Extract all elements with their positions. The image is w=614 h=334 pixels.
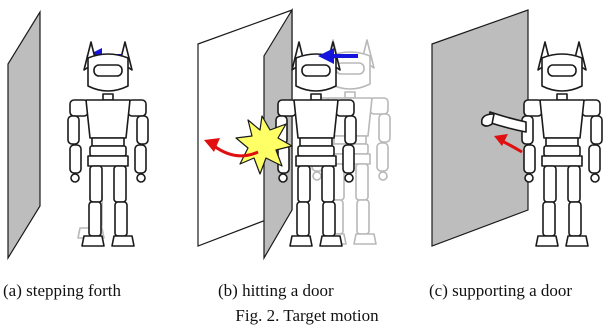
panel-a [7,9,149,261]
figure-caption: Fig. 2. Target motion [235,306,379,325]
caption-panel-a: (a) stepping forth [3,281,122,300]
panel-b [197,7,391,261]
support-arm [480,111,527,133]
humanoid-robot-icon [521,41,603,247]
curved-arrow-left-icon [213,144,259,158]
impact-burst-icon [235,115,293,175]
panel-c [431,9,603,247]
door-panel-icon [431,9,529,247]
caption-panel-b: (b) hitting a door [218,281,334,300]
curved-arrow-left-head [494,134,508,146]
door-panel-icon [7,9,41,261]
curved-arrow-left-head [204,138,220,152]
arrow-left-icon-head [318,48,334,64]
caption-panel-c: (c) supporting a door [429,281,573,300]
humanoid-robot-icon [67,41,149,247]
